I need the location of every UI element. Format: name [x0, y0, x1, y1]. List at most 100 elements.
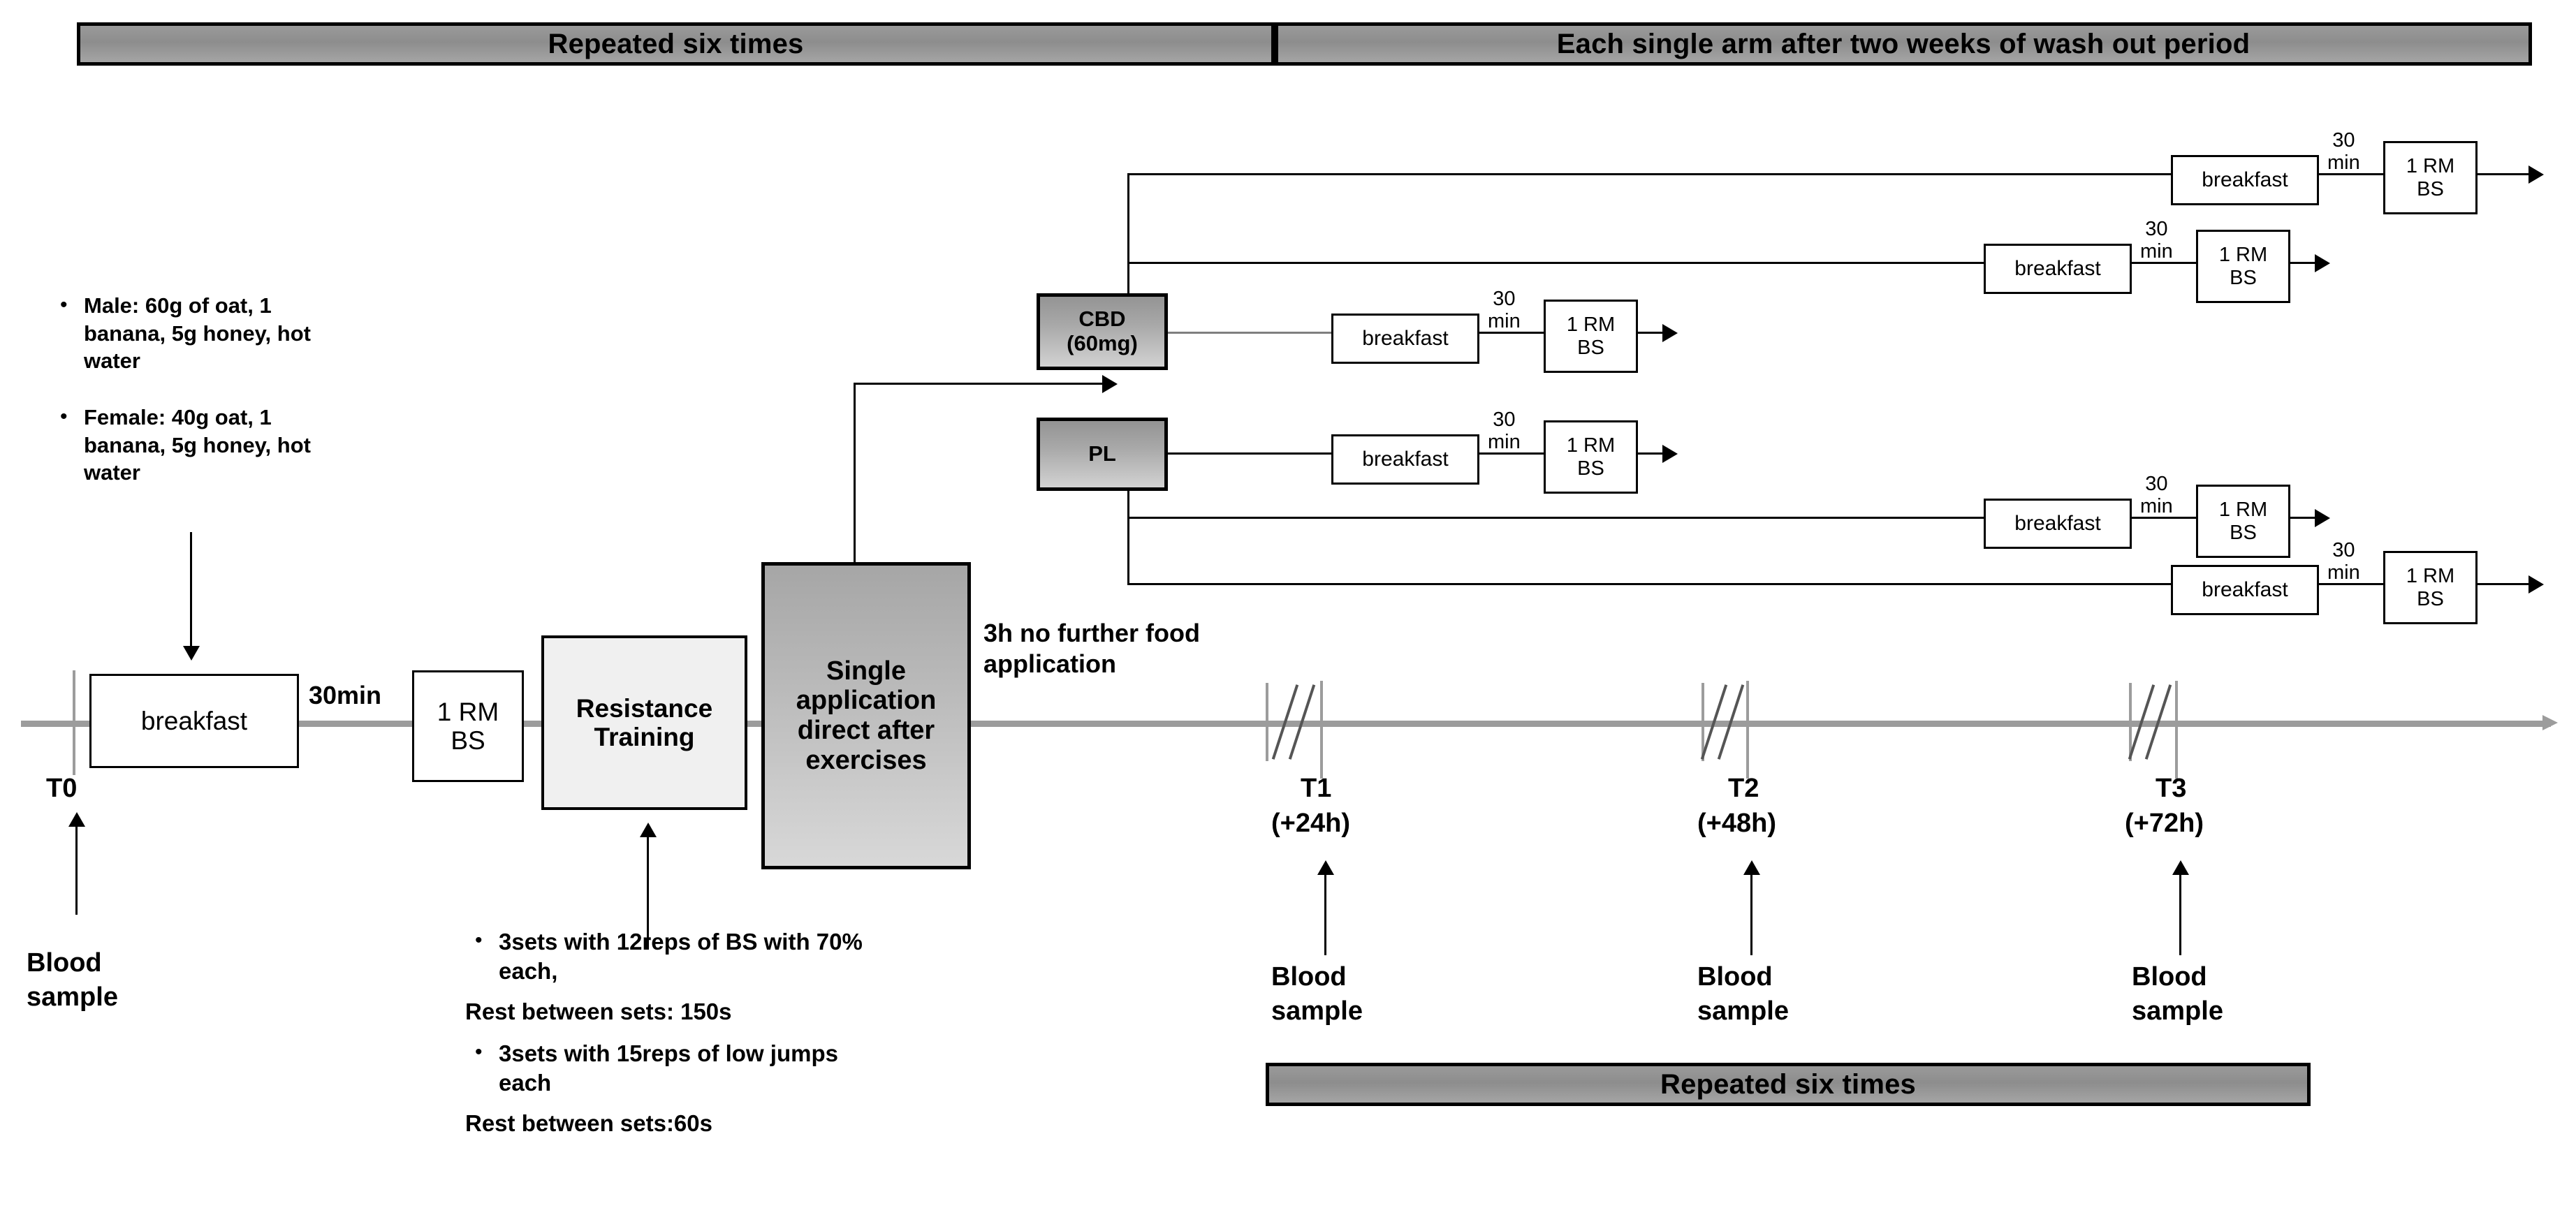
timeline-tick-t2: [1746, 681, 1749, 779]
bullet-icon: •: [475, 929, 483, 952]
protocol-rest-bs: Rest between sets: 150s: [465, 999, 732, 1024]
arrow-right-icon: [2529, 575, 2544, 594]
arrow-right-icon: [2315, 254, 2330, 272]
box-breakfast-arm-2: breakfast: [1984, 244, 2132, 294]
branch-line-5: [1127, 517, 1986, 519]
box-condition-cbd: CBD (60mg): [1037, 293, 1168, 370]
pl-label: PL: [1088, 441, 1116, 466]
box-breakfast-arm-6: breakfast: [2171, 565, 2319, 615]
one-rm-bs-label: 1 RM BS: [1566, 314, 1616, 359]
banner-bottom-label: Repeated six times: [1660, 1068, 1916, 1100]
arrow-down-icon: [183, 646, 200, 661]
breakfast-label: breakfast: [1362, 327, 1449, 351]
breakfast-label: breakfast: [2014, 257, 2101, 281]
connector-bloodsample-t2: [1750, 871, 1752, 955]
arrow-right-icon: [2315, 509, 2330, 527]
label-30min-arm-1: 30 min: [2327, 129, 2360, 174]
box-1rm-bs-arm-5: 1 RM BS: [2196, 485, 2290, 558]
branch-tail-5: [2290, 517, 2318, 519]
box-breakfast-t0: breakfast: [89, 674, 299, 768]
bullet-icon: •: [475, 1040, 483, 1063]
resistance-training-label: Resistance Training: [576, 693, 713, 751]
box-1rm-bs-arm-3: 1 RM BS: [1544, 300, 1638, 373]
arrow-up-icon: [1743, 860, 1760, 875]
protocol-rest-jumps: Rest between sets:60s: [465, 1110, 712, 1136]
banner-washout-period: Each single arm after two weeks of wash …: [1275, 22, 2532, 66]
branch-line-6: [1127, 583, 2176, 585]
timeline-tick-t3: [2175, 681, 2178, 779]
bullet-icon: •: [60, 405, 68, 428]
connector-single-app-right: [854, 383, 1104, 385]
connector-bloodsample-t3: [2179, 871, 2181, 955]
one-rm-bs-label: 1 RM BS: [2406, 155, 2455, 200]
cbd-label: CBD (60mg): [1067, 307, 1138, 355]
arrow-up-icon: [68, 812, 85, 827]
label-30min-arm-3: 30 min: [1488, 288, 1521, 332]
single-application-label: Single application direct after exercise…: [796, 656, 937, 775]
one-rm-bs-label: 1 RM BS: [2218, 499, 2268, 544]
branch-tail-4: [1638, 452, 1666, 455]
timepoint-label-t2: T2: [1728, 774, 1759, 803]
one-rm-bs-label: 1 RM BS: [437, 697, 499, 755]
timepoint-offset-t1: (+24h): [1271, 809, 1350, 838]
banner-top-left-label: Repeated six times: [548, 28, 804, 59]
box-breakfast-arm-1: breakfast: [2171, 155, 2319, 205]
timepoint-label-t0: T0: [46, 774, 78, 803]
branch-connector-1: [2319, 173, 2383, 175]
box-resistance-training: Resistance Training: [541, 635, 747, 810]
box-breakfast-arm-3: breakfast: [1331, 314, 1479, 364]
connector-diet-to-breakfast: [190, 532, 192, 651]
box-breakfast-arm-5: breakfast: [1984, 499, 2132, 549]
breakfast-label: breakfast: [140, 706, 248, 735]
box-single-application: Single application direct after exercise…: [761, 562, 971, 869]
branch-connector-4: [1479, 452, 1544, 455]
timepoint-label-t1: T1: [1301, 774, 1332, 803]
branch-tail-6: [2478, 583, 2532, 585]
label-30min-main: 30min: [309, 681, 382, 709]
connector-protocol-to-training: [647, 834, 649, 950]
connector-single-app-up: [854, 383, 856, 566]
one-rm-bs-label: 1 RM BS: [2218, 244, 2268, 289]
protocol-bs-text: 3sets with 12reps of BS with 70% each,: [499, 929, 863, 985]
one-rm-bs-label: 1 RM BS: [2406, 565, 2455, 610]
branch-connector-3: [1479, 332, 1544, 334]
arrow-right-icon: [1662, 324, 1678, 342]
label-30min-arm-2: 30 min: [2140, 218, 2173, 263]
branch-riser-lower: [1127, 489, 1129, 583]
box-breakfast-arm-4: breakfast: [1331, 434, 1479, 485]
label-30min-arm-4: 30 min: [1488, 408, 1521, 453]
box-1rm-bs-t0: 1 RM BS: [412, 670, 524, 782]
box-1rm-bs-arm-1: 1 RM BS: [2383, 141, 2478, 214]
timeline-break-tick-1a: [1266, 683, 1268, 761]
box-1rm-bs-arm-4: 1 RM BS: [1544, 420, 1638, 494]
branch-line-1: [1127, 173, 2176, 175]
breakfast-label: breakfast: [2202, 168, 2288, 192]
banner-top-right-label: Each single arm after two weeks of wash …: [1556, 28, 2251, 59]
branch-connector-2: [2132, 262, 2196, 264]
box-1rm-bs-arm-2: 1 RM BS: [2196, 230, 2290, 303]
arrow-up-icon: [2172, 860, 2189, 875]
branch-tail-2: [2290, 262, 2318, 264]
label-30min-arm-6: 30 min: [2327, 539, 2360, 584]
box-condition-pl: PL: [1037, 418, 1168, 491]
one-rm-bs-label: 1 RM BS: [1566, 434, 1616, 480]
blood-sample-label-t2: Blood sample: [1697, 962, 1789, 1026]
breakfast-female-text: Female: 40g oat, 1 banana, 5g honey, hot…: [84, 405, 311, 485]
timeline-arrowhead-icon: [2542, 715, 2558, 730]
list-item-protocol-bs: • 3sets with 12reps of BS with 70% each,: [475, 927, 866, 986]
protocol-jumps-text: 3sets with 15reps of low jumps each: [499, 1040, 838, 1096]
breakfast-label: breakfast: [1362, 448, 1449, 471]
timeline-break-tick-3a: [2129, 683, 2132, 761]
timeline-tick-t0: [73, 670, 75, 775]
branch-line-4: [1168, 452, 1334, 455]
branch-riser-upper: [1127, 173, 1129, 295]
bullet-icon: •: [60, 293, 68, 316]
timeline-break-tick-2a: [1702, 683, 1704, 761]
list-item-breakfast-female: • Female: 40g oat, 1 banana, 5g honey, h…: [60, 404, 339, 487]
timepoint-label-t3: T3: [2156, 774, 2187, 803]
branch-line-3: [1168, 332, 1334, 334]
timepoint-offset-t2: (+48h): [1697, 809, 1776, 838]
breakfast-male-text: Male: 60g of oat, 1 banana, 5g honey, ho…: [84, 293, 311, 374]
list-item-breakfast-male: • Male: 60g of oat, 1 banana, 5g honey, …: [60, 292, 339, 375]
